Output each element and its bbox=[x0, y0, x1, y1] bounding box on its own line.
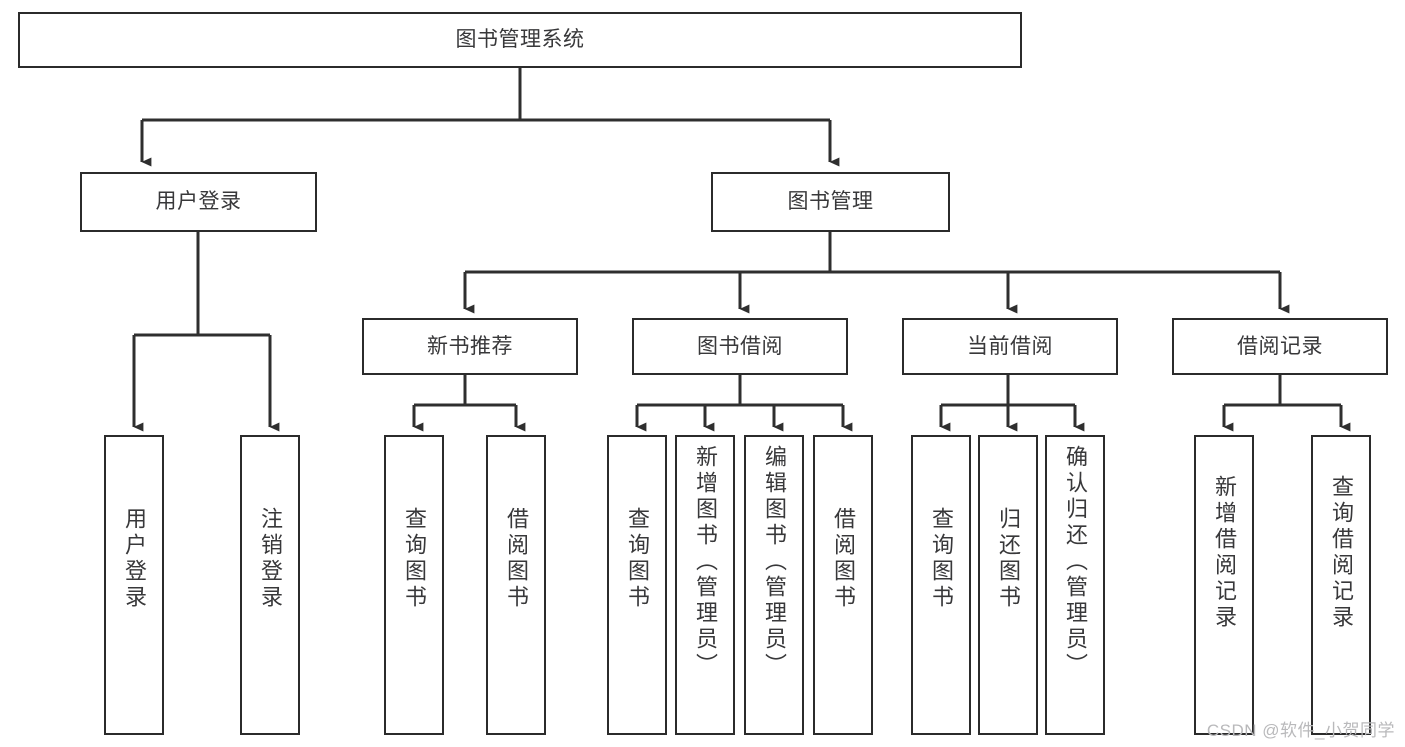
csdn-watermark: CSDN @软件_小贺同学 bbox=[1206, 721, 1395, 740]
node-borrow-record[interactable]: 借阅记录 bbox=[1172, 318, 1388, 375]
node-label: 用户登录 bbox=[122, 507, 147, 611]
leaf-borrow-borrow-book[interactable]: 借阅图书 bbox=[813, 435, 873, 735]
node-label: 确认归还（管理员） bbox=[1063, 445, 1088, 679]
leaf-borrow-add-book-admin[interactable]: 新增图书（管理员） bbox=[675, 435, 735, 735]
node-label: 图书管理系统 bbox=[455, 28, 585, 52]
node-current-borrow[interactable]: 当前借阅 bbox=[902, 318, 1118, 375]
node-book-management[interactable]: 图书管理 bbox=[711, 172, 950, 232]
node-root-system[interactable]: 图书管理系统 bbox=[18, 12, 1022, 68]
node-label: 图书管理 bbox=[787, 190, 874, 214]
node-label: 查询图书 bbox=[625, 507, 650, 611]
leaf-new-book-query[interactable]: 查询图书 bbox=[384, 435, 444, 735]
node-label: 归还图书 bbox=[996, 507, 1021, 611]
node-label: 新增图书（管理员） bbox=[693, 445, 718, 679]
node-label: 编辑图书（管理员） bbox=[762, 445, 787, 679]
leaf-current-return-book[interactable]: 归还图书 bbox=[978, 435, 1038, 735]
leaf-borrow-edit-book-admin[interactable]: 编辑图书（管理员） bbox=[744, 435, 804, 735]
leaf-user-login-logout[interactable]: 注销登录 bbox=[240, 435, 300, 735]
leaf-user-login-login[interactable]: 用户登录 bbox=[104, 435, 164, 735]
node-label: 借阅图书 bbox=[504, 507, 529, 611]
node-book-borrow[interactable]: 图书借阅 bbox=[632, 318, 848, 375]
leaf-borrow-query-book[interactable]: 查询图书 bbox=[607, 435, 667, 735]
node-label: 查询图书 bbox=[402, 507, 427, 611]
leaf-record-add-record[interactable]: 新增借阅记录 bbox=[1194, 435, 1254, 735]
node-label: 借阅记录 bbox=[1237, 334, 1323, 358]
node-user-login[interactable]: 用户登录 bbox=[80, 172, 317, 232]
node-label: 图书借阅 bbox=[697, 334, 783, 358]
leaf-new-book-borrow[interactable]: 借阅图书 bbox=[486, 435, 546, 735]
node-label: 用户登录 bbox=[155, 190, 242, 214]
leaf-record-query-record[interactable]: 查询借阅记录 bbox=[1311, 435, 1371, 735]
leaf-current-confirm-return-admin[interactable]: 确认归还（管理员） bbox=[1045, 435, 1105, 735]
leaf-current-query-book[interactable]: 查询图书 bbox=[911, 435, 971, 735]
node-label: 查询借阅记录 bbox=[1329, 475, 1354, 631]
node-new-book-recommend[interactable]: 新书推荐 bbox=[362, 318, 578, 375]
node-label: 当前借阅 bbox=[967, 334, 1053, 358]
node-label: 注销登录 bbox=[258, 507, 283, 611]
node-label: 借阅图书 bbox=[831, 507, 856, 611]
node-label: 新增借阅记录 bbox=[1212, 475, 1237, 631]
node-label: 新书推荐 bbox=[427, 334, 513, 358]
node-label: 查询图书 bbox=[929, 507, 954, 611]
